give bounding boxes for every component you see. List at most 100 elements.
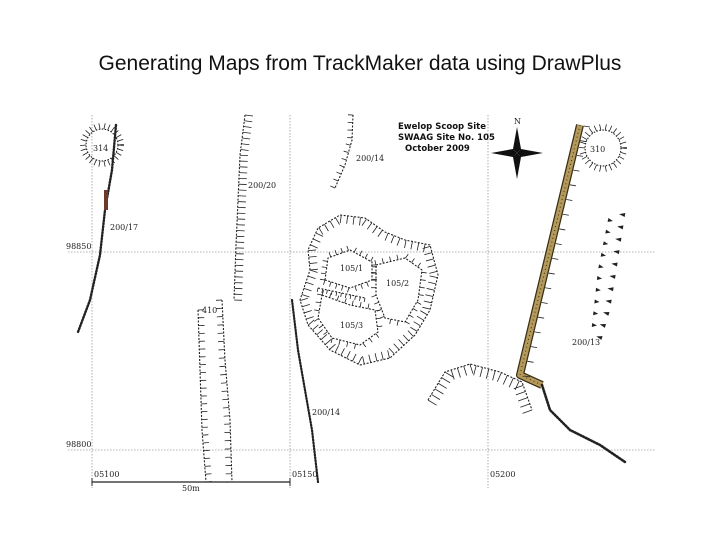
grid-label-98800: 98800 <box>66 440 91 449</box>
gps-track-tick <box>580 140 587 143</box>
enclosure-105-outer-tick <box>402 334 409 342</box>
enclosure-105-outer-tick <box>428 281 437 285</box>
bank-200-13-west-tick <box>596 276 603 281</box>
enclosure-105-outer-tick <box>335 217 340 225</box>
feature-314-ring-tick <box>93 159 97 166</box>
enclosure-105-outer-tick <box>346 350 351 359</box>
bank-200-20-tick <box>240 149 249 151</box>
feature-314-ring-tick <box>89 126 94 133</box>
feature-310-ring-tick <box>612 162 618 168</box>
bank-200-14-top <box>334 114 354 189</box>
platform-105-1-tick <box>320 272 326 275</box>
gps-track-tick <box>523 375 531 378</box>
enclosure-105-outer-tick <box>372 226 378 234</box>
feature-310-ring-tick <box>616 159 622 165</box>
platform-105-2-tick <box>396 320 399 326</box>
gps-track <box>517 124 583 388</box>
platform-105-3-tick <box>318 324 324 329</box>
enclosure-105-outer-tick <box>366 222 373 230</box>
feature-310-ring-tick <box>593 164 598 171</box>
scale-label: 50m <box>182 484 200 493</box>
enclosure-105-outer-tick <box>346 215 349 224</box>
platform-105-2-tick <box>411 258 415 263</box>
enclosure-105-outer-tick <box>352 216 355 225</box>
platform-105-2-tick <box>420 279 426 281</box>
feature-310-ring-tick <box>588 162 594 168</box>
enclosure-105-outer-tick <box>329 220 335 229</box>
bank-200-13-east-tick <box>609 274 616 279</box>
gps-track-tick <box>569 184 576 187</box>
feature-310-ring-tick <box>584 159 590 165</box>
enclosure-105-outer-tick <box>398 339 405 346</box>
platform-105-2-tick <box>381 258 384 264</box>
enclosure-105-outer-tick <box>316 329 323 336</box>
platform-105-2-tick <box>374 301 379 305</box>
feature-314-ring-tick <box>93 124 97 131</box>
platform-105-2-tick <box>416 301 422 305</box>
track-south-east <box>540 383 627 464</box>
feature-314-ring-tick <box>115 134 122 138</box>
enclosure-105-outer-tick <box>312 324 319 331</box>
enclosure-105-outer-tick <box>374 353 378 362</box>
feature-label-105-3: 105/3 <box>340 321 363 330</box>
grid-lines <box>68 115 655 488</box>
enclosure-105-outer-tick <box>429 275 438 279</box>
enclosure-105-outer-tick <box>388 347 395 355</box>
gps-track-tick <box>576 155 584 157</box>
feature-310-ring-tick <box>618 155 625 160</box>
feature-314-ring-tick <box>113 155 119 160</box>
platform-105-3-tick <box>354 343 357 349</box>
causeway-105-tick <box>316 287 319 292</box>
bank-200-20-tick <box>242 137 251 140</box>
causeway-105-tick <box>330 290 333 295</box>
platform-105-2-tick <box>412 308 418 312</box>
scale-bar <box>91 478 291 486</box>
platform-105-2-tick <box>389 256 392 262</box>
gps-track-tick <box>545 287 552 290</box>
site-marker-200-17 <box>104 190 108 210</box>
bank-south-east-tick <box>485 368 490 379</box>
platform-105-2-tick <box>418 294 424 296</box>
bank-south-east-tick <box>520 403 530 408</box>
gps-track-tick <box>559 228 566 231</box>
platform-105-2-tick <box>408 314 414 318</box>
enclosure-105-outer-tick <box>404 240 407 249</box>
enclosure-105-outer-tick <box>309 269 318 273</box>
platform-105-3-tick <box>376 317 382 320</box>
platform-105-3-tick <box>377 325 383 328</box>
bank-200-13-east-tick <box>615 237 622 242</box>
enclosure-105-outer <box>299 214 439 366</box>
feature-label-314: 314 <box>93 144 108 153</box>
info-box: Ewelop Scoop Site SWAAG Site No. 105 Oct… <box>398 122 495 154</box>
platform-105-3-tick <box>314 309 320 312</box>
enclosure-105-outer-tick <box>380 351 384 360</box>
feature-314-ring-tick <box>89 157 94 164</box>
bank-south-east-tick <box>469 363 474 374</box>
features-layer <box>76 114 628 484</box>
bank-south-east-tick <box>518 397 528 402</box>
platform-105-3-tick <box>375 309 381 312</box>
feature-310-ring <box>584 129 622 167</box>
bank-200-14-top-tick <box>339 164 345 168</box>
feature-label-310: 310 <box>590 145 605 154</box>
bank-200-13-east-tick <box>617 225 624 230</box>
gps-track-tick <box>566 199 573 201</box>
gps-track-tick <box>573 169 580 172</box>
feature-314-ring-tick <box>85 155 91 160</box>
feature-310-ring-tick <box>581 136 588 141</box>
feature-310-ring-tick <box>618 136 625 141</box>
platform-105-3-tick <box>338 339 341 345</box>
bank-200-20-tick <box>243 126 252 128</box>
bank-south-east-tick <box>522 409 533 414</box>
track-200-17 <box>76 123 118 334</box>
platform-105-2-tick <box>417 262 421 268</box>
enclosure-105-outer-tick <box>357 356 363 365</box>
bank-south-east-tick <box>479 367 483 378</box>
feature-label-105-2: 105/2 <box>386 279 409 288</box>
bank-200-14-top-tick <box>333 178 339 182</box>
bank-south-east <box>427 363 533 411</box>
bank-200-13-west-tick <box>607 218 613 222</box>
bank-south-east-tick <box>434 388 444 395</box>
gps-track-tick <box>548 272 555 275</box>
gps-track-tick <box>555 243 562 246</box>
